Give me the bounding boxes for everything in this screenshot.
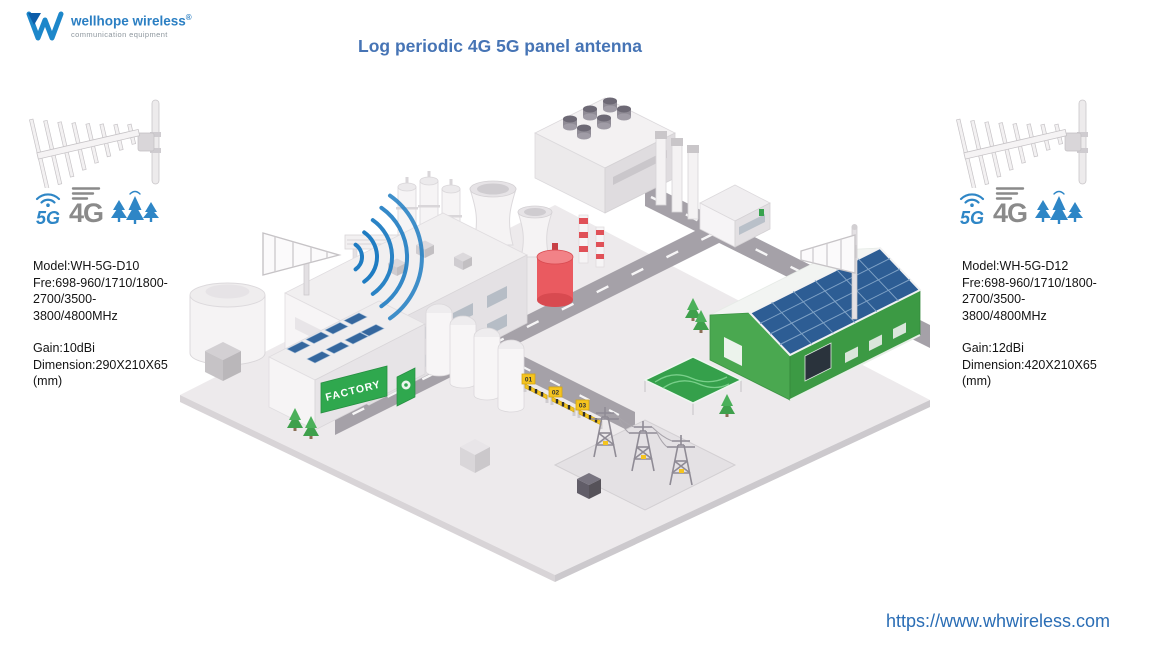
svg-text:01: 01 [525, 377, 533, 384]
5g-label: 5G [35, 207, 60, 228]
signal-bars-icon [995, 187, 1025, 200]
trees-icon [111, 190, 160, 224]
factory-scene-illustration: FACTORY [180, 97, 930, 582]
storage-tank-large [189, 282, 266, 381]
utility-box [460, 439, 490, 473]
silos [425, 303, 525, 413]
spec-block-right: Model:WH-5G-D12 Fre:698-960/1710/1800- 2… [962, 258, 1152, 390]
striped-chimneys [578, 214, 605, 268]
4g-label: 4G [993, 198, 1028, 228]
antenna-product-image-right [956, 99, 1088, 188]
model-label: Model:WH-5G-D10 [33, 259, 140, 273]
power-plant-building [534, 97, 676, 214]
factory-sign: FACTORY [320, 365, 388, 414]
barrier-unit: 01 [521, 373, 549, 403]
utility-shed [205, 342, 241, 381]
dimension-line: (mm) [33, 374, 63, 388]
trees [287, 298, 735, 439]
svg-text:03: 03 [579, 403, 587, 410]
frequency-line: 3800/4800MHz [962, 308, 1047, 323]
wifi-icon [959, 192, 985, 207]
website-url[interactable]: https://www.whwireless.com [885, 611, 1110, 631]
solar-roof [748, 246, 922, 357]
5g-label: 5G [959, 207, 984, 228]
wifi-icon [35, 192, 61, 207]
gain-label: Gain:10dBi [33, 341, 95, 355]
vent-stacks [563, 97, 631, 140]
frequency-line: 3800/4800MHz [33, 308, 118, 323]
tech-icons-right: 5G 4G [958, 186, 1084, 227]
solar-panels [286, 312, 385, 364]
toll-barriers: 01 02 03 [521, 373, 603, 429]
pylon [667, 435, 695, 486]
frequency-line: 2700/3500- [962, 292, 1026, 306]
dimension-line: Dimension:420X210X65 [962, 357, 1097, 372]
4g-label: 4G [69, 198, 104, 228]
power-lines [613, 412, 673, 448]
dimension-line: (mm) [962, 374, 992, 388]
pylon [629, 421, 657, 472]
left-scene-antenna [262, 232, 342, 296]
page-title: Log periodic 4G 5G panel antenna [358, 36, 642, 56]
transmission-towers [591, 407, 695, 486]
model-label: Model:WH-5G-D12 [962, 259, 1069, 273]
signal-waves [353, 193, 424, 321]
barrier-unit: 02 [548, 386, 576, 416]
green-door [396, 367, 416, 407]
factory-annex: FACTORY [268, 300, 426, 431]
spec-block-left: Model:WH-5G-D10 Fre:698-960/1710/1800- 2… [33, 258, 223, 390]
signal-bars-icon [71, 187, 101, 200]
cooling-towers [469, 180, 553, 258]
tech-icons-left: 5G 4G [34, 186, 160, 227]
gain-label: Gain:12dBi [962, 341, 1024, 355]
smokestacks [655, 131, 699, 220]
pylon [591, 407, 619, 458]
frequency-line: Fre:698-960/1710/1800- [962, 275, 1097, 290]
red-tank [536, 243, 574, 307]
registered-mark: ® [185, 13, 192, 22]
antenna-product-image-left [29, 99, 161, 188]
right-scene-antenna [800, 224, 858, 320]
green-net-canopy [643, 356, 743, 415]
substation [553, 407, 737, 511]
dimension-line: Dimension:290X210X65 [33, 357, 168, 372]
svg-text:02: 02 [552, 390, 560, 397]
brand-tagline: communication equipment [71, 29, 168, 39]
control-building [699, 184, 771, 248]
transformer [577, 473, 601, 499]
warehouse-door [804, 342, 832, 382]
brand-name: wellhope wireless® [71, 13, 192, 29]
brand-logo-block: wellhope wireless® communication equipme… [26, 10, 192, 42]
wellhope-logo-icon [26, 11, 64, 41]
trees-icon [1035, 190, 1084, 224]
frequency-line: Fre:698-960/1710/1800- [33, 275, 168, 290]
frequency-line: 2700/3500- [33, 292, 97, 306]
